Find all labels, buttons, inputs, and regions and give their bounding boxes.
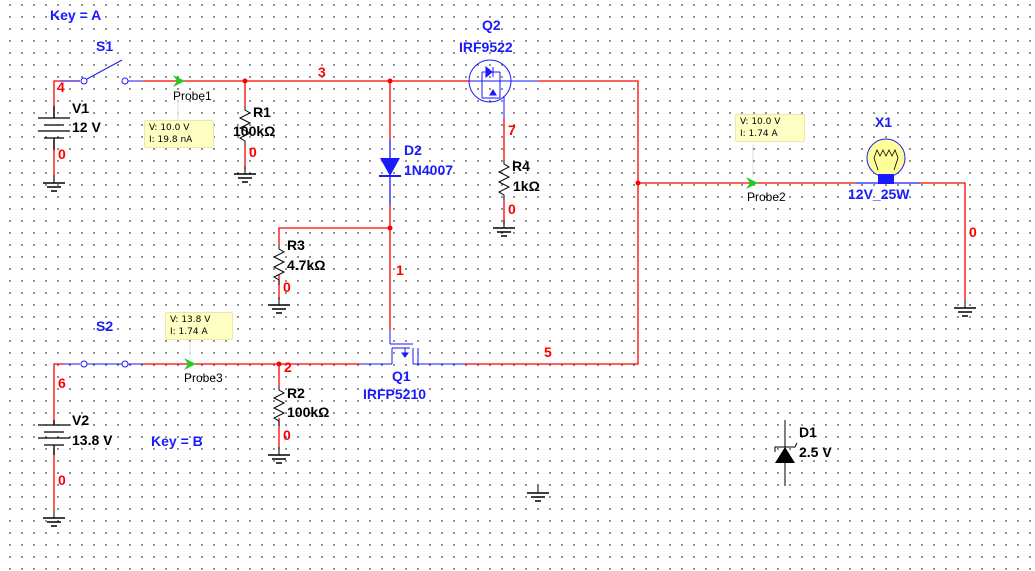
ground-icon: [492, 219, 516, 237]
r4-ref-label: R4: [512, 158, 530, 174]
probe2-readout[interactable]: V: 10.0 V I: 1.74 A: [735, 114, 805, 142]
v2-value-label: 13.8 V: [72, 432, 113, 448]
probe3-current: I: 1.74 A: [170, 327, 208, 337]
r4-value-label: 1kΩ: [513, 178, 540, 194]
ground-icon: [233, 165, 257, 183]
r2-value-label: 100kΩ: [287, 404, 329, 420]
r2-ref-label: R2: [287, 385, 305, 401]
s2-key-label: Key = B: [151, 433, 203, 449]
probe-arrows: [173, 75, 758, 370]
s2-ref-label: S2: [96, 318, 113, 334]
net-label-0: 0: [58, 472, 66, 488]
net-label-0: 0: [283, 427, 291, 443]
r1-value-label: 100kΩ: [233, 123, 275, 139]
s1-key-label: Key = A: [50, 7, 101, 23]
mosfet-q1[interactable]: [360, 330, 465, 365]
battery-v2[interactable]: [38, 420, 70, 455]
net-label-4: 4: [57, 79, 65, 95]
d1-ref-label: D1: [799, 424, 817, 440]
ground-icon: [953, 299, 977, 317]
wires: [53, 80, 966, 510]
probe2-current: I: 1.74 A: [740, 129, 778, 139]
r3-value-label: 4.7kΩ: [287, 257, 325, 273]
probe2-arrow-icon[interactable]: [746, 177, 758, 189]
q1-ref-label: Q1: [392, 368, 411, 384]
net-label-7: 7: [508, 122, 516, 138]
probe1-name: Probe1: [173, 89, 212, 103]
r3-ref-label: R3: [287, 237, 305, 253]
wire-q2-drain[interactable]: [465, 80, 639, 365]
resistor-r4[interactable]: [498, 159, 510, 201]
net-label-3: 3: [318, 64, 326, 80]
net-label-1: 1: [396, 262, 404, 278]
x1-ref-label: X1: [875, 114, 892, 130]
junctions: [242, 78, 641, 367]
s1-ref-label: S1: [96, 38, 113, 54]
net-label-0: 0: [508, 201, 516, 217]
probe2-voltage: V: 10.0 V: [740, 117, 781, 127]
mosfet-q2[interactable]: [468, 59, 538, 118]
probe1-arrow-icon[interactable]: [173, 75, 185, 87]
v1-value-label: 12 V: [72, 119, 101, 135]
battery-v1[interactable]: [38, 106, 70, 150]
v2-ref-label: V2: [72, 412, 89, 428]
q1-value-label: IRFP5210: [363, 386, 426, 402]
net-label-2: 2: [284, 359, 292, 375]
x1-value-label: 12V_25W: [848, 186, 910, 202]
probe3-name: Probe3: [184, 371, 223, 385]
ground-icon: [526, 484, 550, 502]
wire-net-6[interactable]: [53, 363, 65, 425]
probe2-name: Probe2: [747, 190, 786, 204]
ground-icon: [267, 446, 291, 464]
diode-d2[interactable]: [379, 140, 401, 205]
net-label-0: 0: [249, 144, 257, 160]
d1-value-label: 2.5 V: [799, 444, 832, 460]
net-label-5: 5: [544, 344, 552, 360]
d2-value-label: 1N4007: [404, 162, 453, 178]
q2-value-label: IRF9522: [459, 39, 513, 55]
probe1-voltage: V: 10.0 V: [149, 123, 190, 133]
v1-ref-label: V1: [72, 100, 89, 116]
probe3-voltage: V: 13.8 V: [170, 315, 211, 325]
zener-diode-d1[interactable]: [774, 420, 798, 486]
probe1-current: I: 19.8 nA: [149, 135, 193, 145]
d2-ref-label: D2: [404, 142, 422, 158]
wire-lamp-gnd[interactable]: [920, 182, 966, 300]
lamp-x1[interactable]: [856, 138, 920, 184]
probe1-readout[interactable]: V: 10.0 V I: 19.8 nA: [144, 120, 214, 148]
net-label-0: 0: [283, 279, 291, 295]
switch-s2[interactable]: [65, 360, 143, 368]
ground-icon: [42, 509, 66, 527]
ground-icon: [42, 174, 66, 192]
ground-icon: [267, 296, 291, 314]
q2-ref-label: Q2: [482, 17, 501, 33]
net-label-0: 0: [58, 146, 66, 162]
switch-s1[interactable]: [60, 59, 143, 85]
probe3-readout[interactable]: V: 13.8 V I: 1.74 A: [165, 312, 233, 340]
net-label-6: 6: [58, 375, 66, 391]
net-label-0: 0: [969, 224, 977, 240]
probe3-arrow-icon[interactable]: [184, 358, 196, 370]
r1-ref-label: R1: [253, 104, 271, 120]
